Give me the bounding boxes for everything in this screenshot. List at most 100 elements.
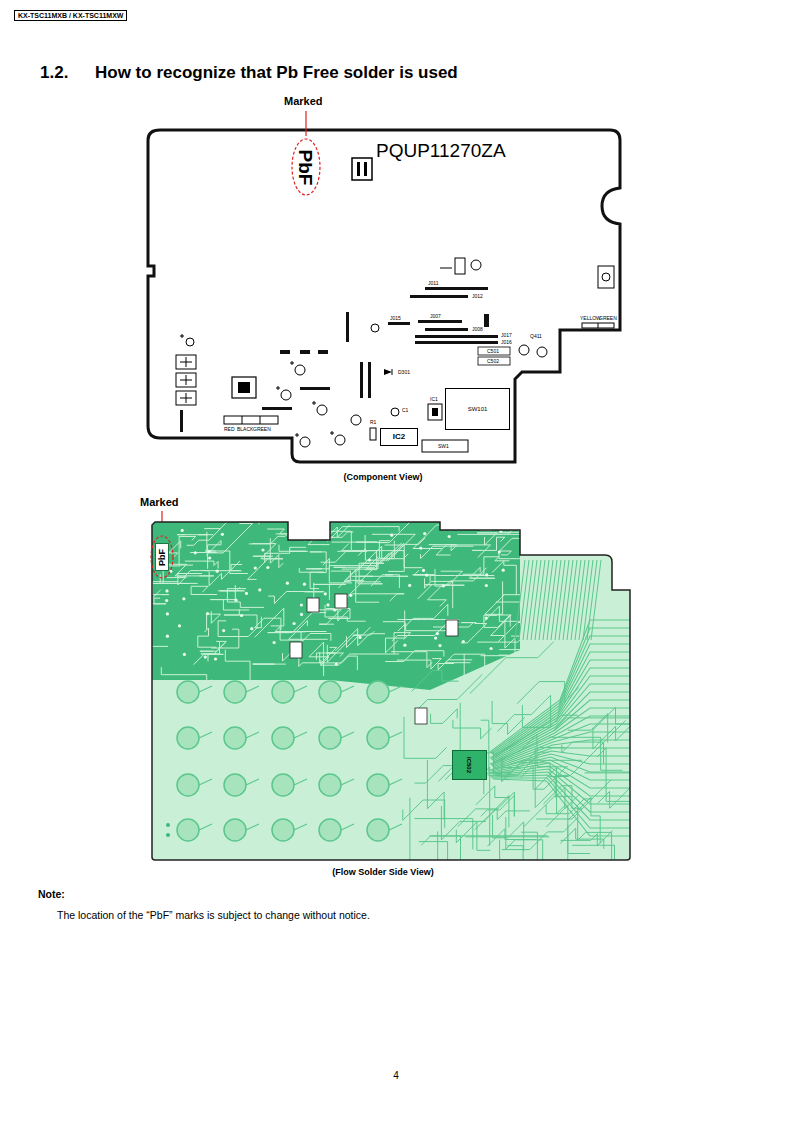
node-text: SW101 [468,406,488,412]
pcb-polyline [147,590,166,604]
pcb-polyline [372,534,415,545]
pcb-polyline [218,621,257,637]
pcb-polyline [333,580,364,611]
pcb-circle [537,347,547,357]
silk-label: C502 [487,359,499,364]
marked-label: Marked [140,497,179,508]
silk-label: J015 [390,316,401,321]
pcb-circle [166,823,170,827]
pcb-circle [390,534,393,537]
pcb-circle [434,637,437,640]
pcb-polyline [378,517,431,543]
pcb-polyline [489,615,511,642]
view-caption: (Component View) [344,473,423,482]
wire-color-label: YELLOW [580,316,601,321]
pcb-polyline [491,724,630,765]
pcb-circle [471,260,481,270]
pcb-circle [351,415,361,425]
marked-label: Marked [284,96,323,107]
pcb-circle [165,599,168,602]
pcb-circle [502,569,505,572]
pcb-rect [300,350,310,354]
pcb-circle [367,727,389,749]
pcb-polyline [493,815,524,851]
pcb-rect [300,387,330,390]
pcb-polyline [500,840,526,892]
pcb-circle [165,589,168,592]
pcb-circle [317,405,327,415]
pcb-circle [250,627,253,630]
pcb-polyline [492,684,630,760]
pcb-rect [425,328,468,331]
pcb-polyline [499,544,545,559]
silk-label: Q411 [530,334,542,339]
pcb-circle [222,629,225,632]
pcb-circle [166,612,169,615]
pcb-circle [436,632,439,635]
pcb-line [389,779,402,785]
pcb-polyline [270,538,283,567]
pcb-circle [403,644,406,647]
pcb-polyline [366,541,394,569]
pcb-circle [286,582,289,585]
pcb-polyline [336,629,385,651]
pcb-rect [360,362,363,398]
pcb-polyline [492,561,516,595]
pcb-circle [349,594,352,597]
pcb-circle [319,727,341,749]
pcb-polyline [517,682,579,704]
pcb-polyline [485,581,504,614]
pcb-polyline [425,578,453,608]
pcb-line [389,732,402,738]
page-number: 4 [393,1071,399,1081]
pcb-circle [519,345,529,355]
pcb-polyline [227,589,264,608]
pcb-polyline [470,642,554,694]
pcb-polyline [177,534,213,535]
dashed-ellipse [292,139,320,195]
pcb-polyline [403,800,445,828]
pcb-circle [224,727,246,749]
pcb-circle [498,551,501,554]
pcb-rect [180,410,183,432]
pcb-circle [221,533,224,536]
pcb-polyline [397,659,441,670]
pcb-path [180,334,184,338]
pcb-rect [224,416,278,424]
pcb-polyline [491,676,630,759]
pcb-circle [204,656,207,659]
note-heading: Note: [38,889,65,900]
pcb-polyline [218,587,244,591]
pcb-rect [425,287,488,290]
pcb-line [591,560,601,640]
pcb-polyline [502,817,579,850]
pcb-polyline [334,553,390,567]
pcb-polyline [388,545,405,572]
pcb-circle [422,569,425,572]
pcb-path [242,416,260,424]
pcb-rect [368,362,371,398]
pcb-circle [272,819,294,841]
node-text: PbF [158,549,167,566]
pcb-polyline [505,621,515,673]
section-title: How to recognize that Pb Free solder is … [95,64,458,81]
pcb-rect [318,350,328,354]
pcb-rect [352,158,372,180]
pcb-polyline [167,571,209,578]
pcb-rect [455,258,465,274]
pcb-circle [177,774,199,796]
pcb-rect [232,377,256,398]
pbf-mark: PbF [155,543,169,571]
pcb-polyline [135,574,189,583]
pcb-polyline [299,568,324,589]
pcb-circle [177,681,199,703]
pcb-circle [442,584,445,587]
pcb-polyline [299,647,337,666]
pcb-circle [272,774,294,796]
pcb-circle [367,819,389,841]
pcb-circle [261,548,264,551]
pcb-polyline [306,559,329,569]
pcb-rect [428,404,442,420]
pcb-circle [273,641,276,644]
pcb-circle [240,614,243,617]
